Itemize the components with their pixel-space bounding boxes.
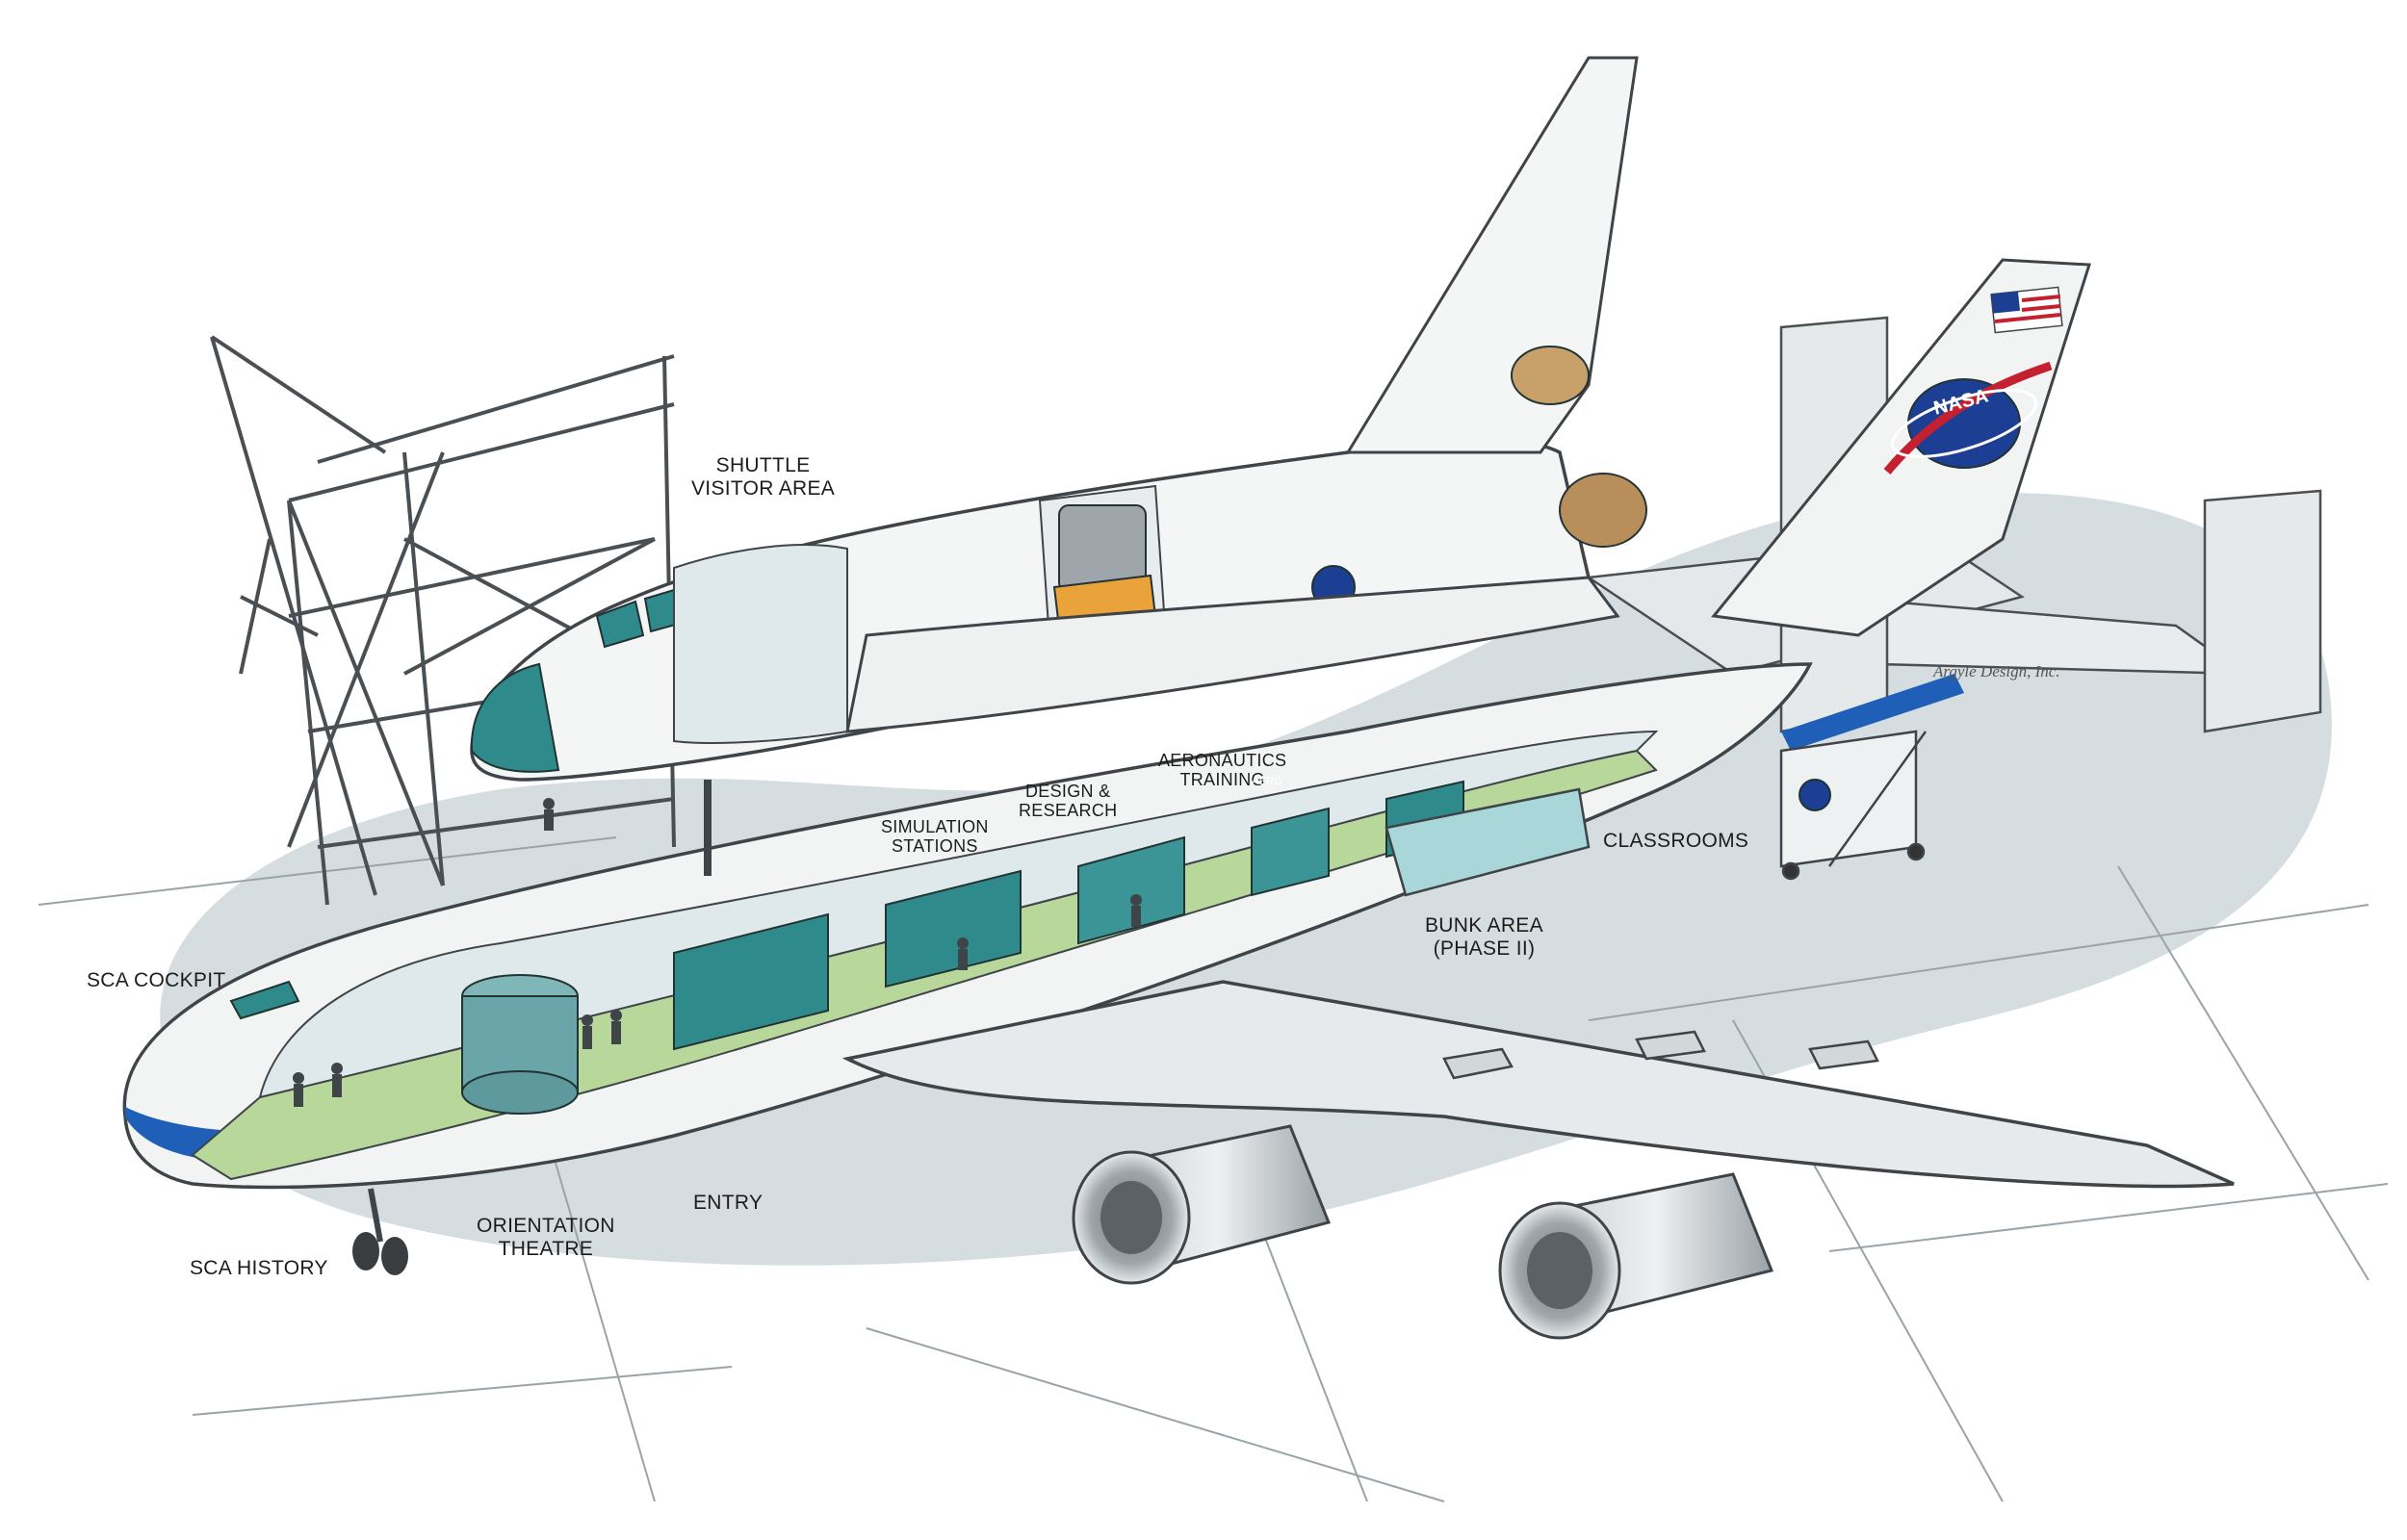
label-sca-cockpit: SCA COCKPIT xyxy=(87,969,226,991)
sca-tail-fin xyxy=(1711,258,2092,637)
flap-track-fairings xyxy=(1442,1030,1879,1080)
us-flag-icon xyxy=(1990,286,2063,334)
label-bunk-area-line1: BUNK AREA xyxy=(1425,914,1543,937)
label-bunk-area-line2: (PHASE II) xyxy=(1433,937,1536,960)
label-bunk-area: BUNK AREA (PHASE II) xyxy=(1425,914,1543,961)
engine-inboard xyxy=(1072,1124,1332,1285)
orbiter-tail-fin xyxy=(1345,56,1639,454)
label-design-research: DESIGN & RESEARCH xyxy=(1019,782,1117,820)
stair-nasa-badge-icon xyxy=(1799,779,1831,811)
label-aeronautics-training-line1: AERONAUTICS xyxy=(1158,751,1287,770)
near-wing xyxy=(841,980,2235,1189)
orbiter-wing xyxy=(845,576,1620,733)
label-sca-history: SCA HISTORY xyxy=(190,1257,328,1279)
orbiter-crew-cabin-cutaway xyxy=(673,544,848,744)
label-classrooms: CLASSROOMS xyxy=(1603,830,1749,852)
nasa-logo-icon xyxy=(1883,361,2053,475)
sca-cockpit-windows xyxy=(229,980,300,1020)
label-orientation-theatre: ORIENTATION THEATRE xyxy=(477,1215,615,1261)
visitor-figures xyxy=(293,798,1142,1107)
orientation-theatre-model xyxy=(461,974,579,1115)
aero-sign: AERO xyxy=(1252,776,1283,787)
label-shuttle-visitor-area: SHUTTLE VISITOR AREA xyxy=(691,454,835,500)
label-simulation-stations-line2: STATIONS xyxy=(891,836,978,856)
nose-landing-gear xyxy=(352,1188,408,1275)
label-design-research-line2: RESEARCH xyxy=(1019,801,1118,820)
engine-outboard xyxy=(1498,1172,1774,1340)
label-simulation-stations-line1: SIMULATION xyxy=(881,817,989,836)
rear-boarding-stairs xyxy=(1779,730,1928,881)
label-orientation-theatre-line2: THEATRE xyxy=(498,1238,594,1260)
orbiter-nose-cap xyxy=(470,662,560,773)
label-aeronautics-training: AERONAUTICS TRAINING xyxy=(1158,751,1286,789)
label-shuttle-visitor-area-line2: VISITOR AREA xyxy=(691,477,836,500)
tail-blue-stripe xyxy=(1781,674,1964,751)
bunk-area-cutaway xyxy=(1385,787,1591,897)
artist-credit: Argyle Design, Inc. xyxy=(1933,662,2060,680)
floor-grid xyxy=(38,836,2389,1502)
orbiter-main-engines xyxy=(1511,346,1647,548)
label-shuttle-visitor-area-line1: SHUTTLE xyxy=(715,454,811,476)
label-orientation-theatre-line1: ORIENTATION xyxy=(477,1215,615,1237)
hangar-panel-right xyxy=(2203,489,2322,733)
label-aeronautics-training-line2: TRAINING xyxy=(1179,770,1265,789)
label-design-research-line1: DESIGN & xyxy=(1025,782,1111,801)
label-entry: ENTRY xyxy=(693,1192,764,1214)
label-simulation-stations: SIMULATION STATIONS xyxy=(881,817,989,856)
